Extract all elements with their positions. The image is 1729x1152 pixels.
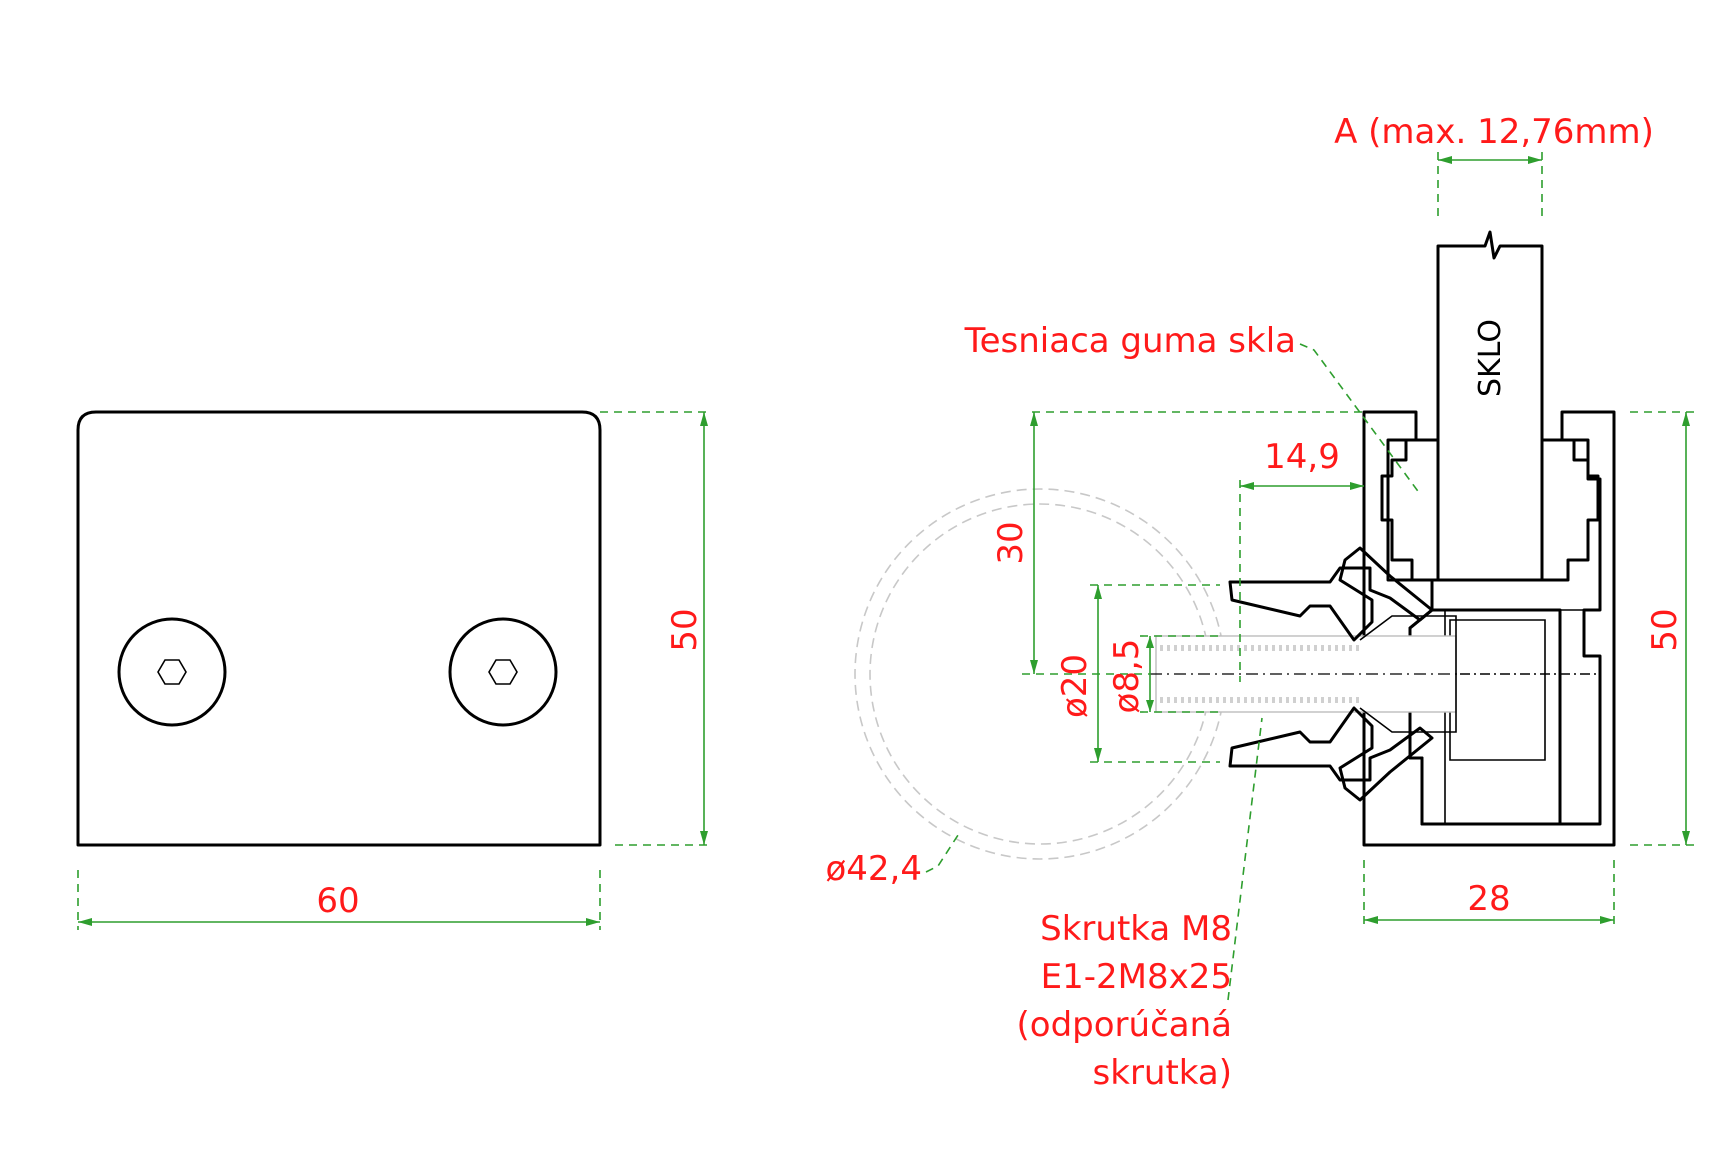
section-view: SKLO A (max. 12,76mm) bbox=[825, 112, 1694, 1093]
gasket-leader: Tesniaca guma skla bbox=[964, 321, 1421, 495]
front-height-label: 50 bbox=[665, 608, 705, 651]
left-screw-head bbox=[117, 617, 227, 727]
section-height-label: 50 bbox=[1645, 608, 1685, 651]
screw-label-line-2: E1-2M8x25 bbox=[1041, 957, 1232, 997]
depth-dimension: 14,9 bbox=[1239, 437, 1364, 682]
screw-leader: Skrutka M8 E1-2M8x25 (odporúčaná skrutka… bbox=[1017, 717, 1263, 1093]
section-width-dimension: 28 bbox=[1363, 860, 1615, 928]
front-height-dimension: 50 bbox=[600, 411, 710, 846]
screw-label-line-1: Skrutka M8 bbox=[1040, 909, 1232, 949]
tube-dia-label: ø42,4 bbox=[825, 849, 922, 889]
tube-adapter-profile bbox=[1228, 546, 1434, 802]
dia-8-5-label: ø8,5 bbox=[1107, 639, 1147, 714]
right-screw-head bbox=[448, 617, 558, 727]
screw-label-line-4: skrutka) bbox=[1093, 1053, 1232, 1093]
front-view: 60 50 bbox=[76, 410, 710, 930]
glass-pane: SKLO bbox=[1436, 230, 1544, 582]
screw-label-line-3: (odporúčaná bbox=[1017, 1005, 1232, 1045]
glass-gasket bbox=[1380, 438, 1600, 582]
glass-thickness-label: A (max. 12,76mm) bbox=[1334, 112, 1654, 152]
gasket-label: Tesniaca guma skla bbox=[964, 321, 1296, 361]
front-plate-outline bbox=[76, 410, 602, 847]
m8-bolt bbox=[1150, 615, 1460, 733]
tube-dia-leader: ø42,4 bbox=[825, 831, 961, 889]
glass-thickness-dimension: A (max. 12,76mm) bbox=[1334, 112, 1654, 220]
depth-label: 14,9 bbox=[1264, 437, 1340, 477]
hex-socket-icon bbox=[488, 659, 518, 685]
height-30-label: 30 bbox=[991, 521, 1031, 564]
hex-socket-icon bbox=[157, 659, 187, 685]
glass-label: SKLO bbox=[1473, 319, 1508, 397]
dia-20-dimension: ø20 bbox=[1055, 584, 1220, 763]
section-width-label: 28 bbox=[1467, 879, 1510, 919]
dia-8-5-dimension: ø8,5 bbox=[1107, 635, 1220, 714]
dia-20-label: ø20 bbox=[1055, 654, 1095, 718]
clamp-housing-section bbox=[1362, 410, 1616, 847]
front-width-dimension: 60 bbox=[77, 870, 601, 930]
section-height-dimension: 50 bbox=[1630, 411, 1694, 846]
front-width-label: 60 bbox=[316, 881, 359, 921]
height-30-dimension: 30 bbox=[991, 411, 1364, 675]
